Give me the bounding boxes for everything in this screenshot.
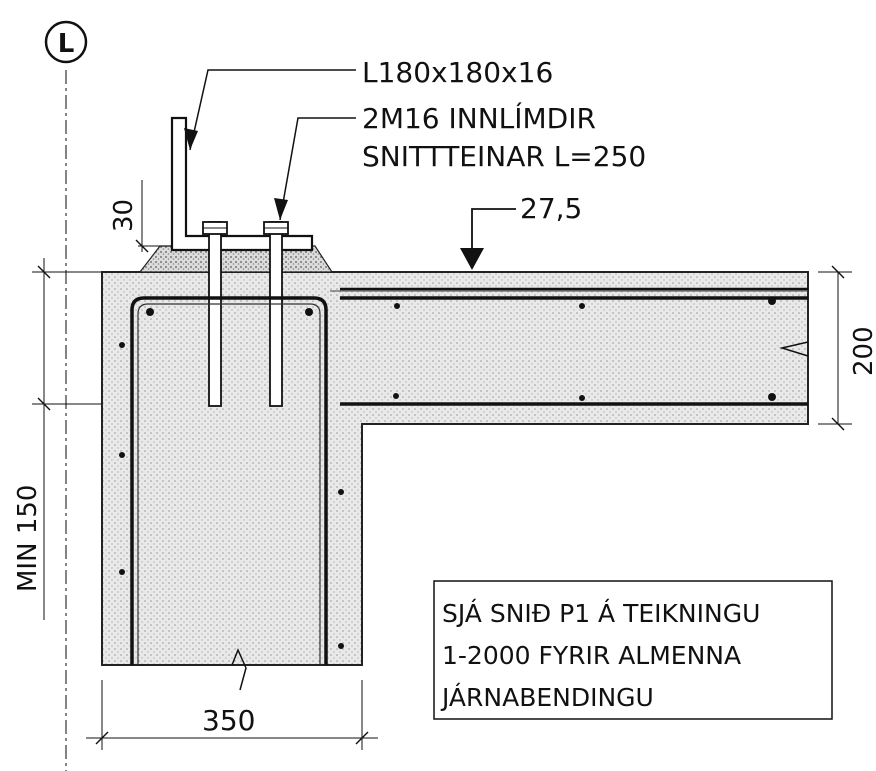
wall-break-line: [231, 648, 247, 691]
note-line-2: 1-2000 FYRIR ALMENNA: [442, 641, 741, 670]
note-box: [433, 580, 833, 720]
note-line-1: SJÁ SNIÐ P1 Á TEIKNINGU: [442, 599, 760, 628]
dim-200-label: 200: [849, 326, 876, 376]
dim-30-label: 30: [109, 199, 139, 232]
anchor-bolt-left: [202, 221, 228, 407]
leader-bolts: [279, 117, 356, 221]
level-arrow: [460, 248, 484, 270]
note-line-3: JÁRNABENDINGU: [440, 683, 654, 712]
grid-marker-circle: [44, 20, 88, 64]
bolts-label-line1: 2M16 INNLÍMDIR: [362, 101, 596, 135]
angle-label: L180x180x16: [362, 56, 553, 89]
dim-min150-label: MIN 150: [13, 485, 43, 592]
dim-350-label: 350: [202, 704, 255, 737]
level-label: 27,5: [520, 192, 582, 225]
level-leader: [471, 208, 516, 248]
leader-angle: [189, 69, 356, 151]
slab-break-line: [779, 341, 809, 357]
rebar-dots: [119, 297, 776, 649]
wall-rebar-stirrup: [130, 296, 328, 665]
grout-pad: [138, 245, 334, 273]
grid-marker-label: L: [58, 29, 75, 59]
bolts-label-line2: SNITTTEINAR L=250: [362, 140, 646, 173]
anchor-bolt-right: [263, 221, 289, 407]
